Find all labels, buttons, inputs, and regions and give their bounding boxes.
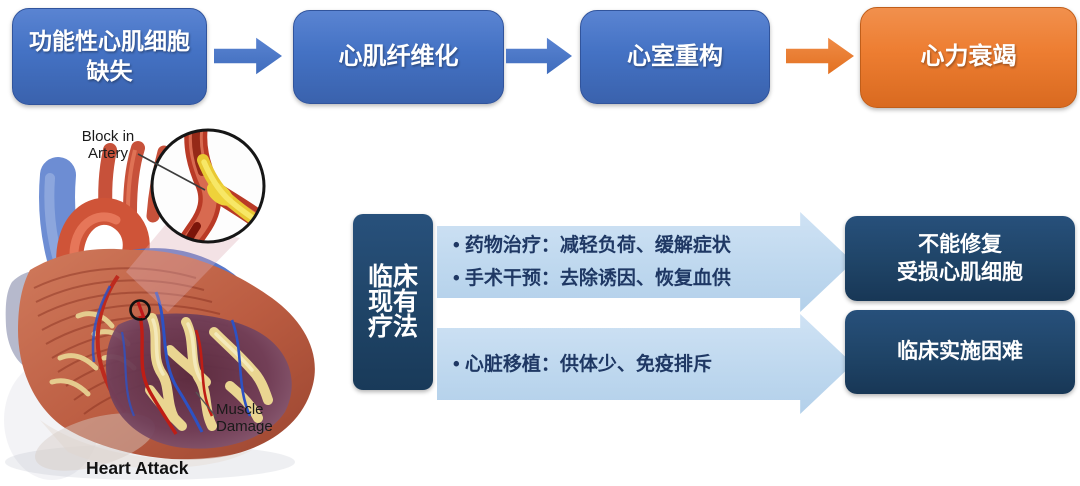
current-therapies-label-box: 临床 现有 疗法 <box>353 214 433 390</box>
blockage-marker-icon <box>129 299 151 321</box>
heart-attack-caption: Heart Attack <box>86 458 189 478</box>
block-in-artery-label: Block in Artery <box>81 128 135 162</box>
therapy-bullet-transplant: • 心脏移植：供体少、免疫排斥 <box>453 353 712 375</box>
therapy-bullet-surgery: • 手术干预：去除诱因、恢复血供 <box>453 268 731 289</box>
therapy-arrow-shape: • 药物治疗：减轻负荷、缓解症状 • 手术干预：去除诱因、恢复血供 <box>437 212 853 312</box>
flow-step-myocardial-fibrosis: 心肌纤维化 <box>293 10 504 104</box>
flow-arrow-icon <box>214 37 282 75</box>
flow-arrow-icon <box>506 37 572 75</box>
result-cannot-repair-box: 不能修复 受损心肌细胞 <box>845 216 1075 301</box>
result-clinical-difficulty-box: 临床实施困难 <box>845 310 1075 394</box>
flow-step-heart-failure: 心力衰竭 <box>860 7 1077 108</box>
therapy-arrow-shape: • 心脏移植：供体少、免疫排斥 <box>437 314 853 414</box>
therapy-bullet-drug: • 药物治疗：减轻负荷、缓解症状 <box>453 235 731 256</box>
heart-attack-illustration <box>4 128 315 480</box>
flow-step-loss-of-cardiomyocytes: 功能性心肌细胞 缺失 <box>12 8 207 105</box>
muscle-damage-label: Muscle Damage <box>216 401 273 435</box>
flow-arrow-orange-icon <box>786 37 854 75</box>
flow-step-ventricular-remodeling: 心室重构 <box>580 10 770 104</box>
